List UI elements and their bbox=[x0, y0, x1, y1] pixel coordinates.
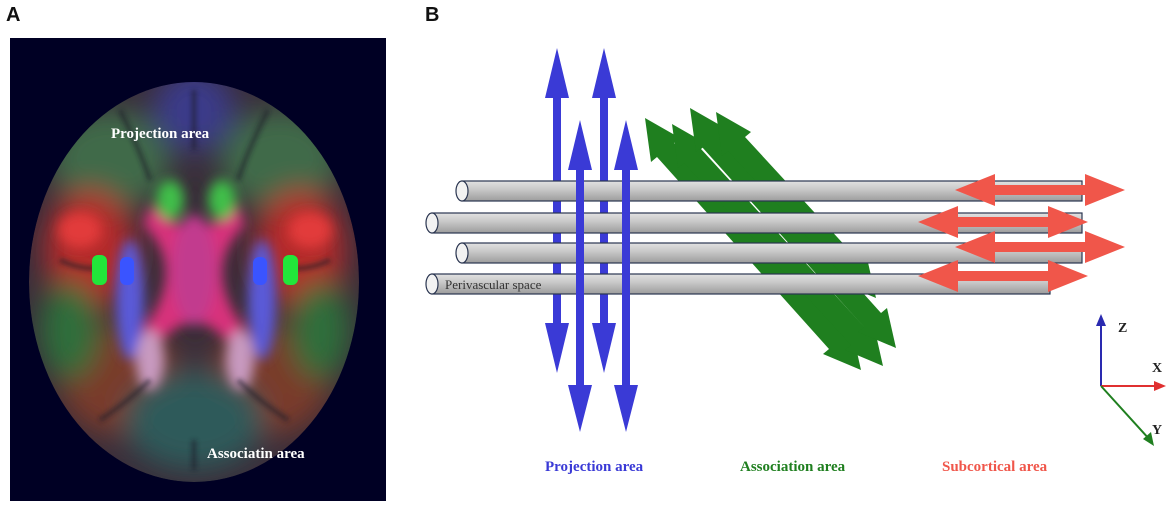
projection-roi-markers bbox=[120, 257, 267, 285]
brain-label-projection: Projection area bbox=[111, 126, 210, 142]
roi-projection-right bbox=[253, 257, 267, 285]
projection-arrow bbox=[545, 48, 569, 373]
roi-projection-left bbox=[120, 257, 134, 285]
projection-arrow bbox=[568, 120, 592, 432]
legend-projection-area: Projection area bbox=[545, 459, 644, 475]
coordinate-axes: Z X Y bbox=[1096, 314, 1166, 446]
axis-y-arrowhead bbox=[1143, 432, 1154, 446]
perivascular-tubes: Perivascular space bbox=[425, 180, 1083, 295]
association-roi-markers bbox=[92, 255, 298, 285]
brain-label-association: Associatin area bbox=[207, 446, 305, 462]
axis-x-arrowhead bbox=[1154, 381, 1166, 391]
subcortical-arrow bbox=[955, 174, 1125, 206]
subcortical-arrows bbox=[918, 174, 1125, 292]
roi-association-right bbox=[283, 255, 298, 285]
axis-z-arrowhead bbox=[1096, 314, 1106, 326]
fiber-schematic: Perivascular space Z X Y Pro bbox=[425, 48, 1166, 475]
axis-x-label: X bbox=[1152, 361, 1162, 376]
projection-arrow bbox=[592, 48, 616, 373]
panel-b-letter: B bbox=[425, 4, 440, 26]
tube bbox=[455, 180, 1083, 202]
subcortical-arrow bbox=[918, 260, 1088, 292]
panel-a-letter: A bbox=[6, 4, 21, 26]
brain-dti-image: Projection area Associatin area bbox=[10, 38, 386, 501]
projection-arrows-front bbox=[568, 120, 638, 432]
legend: Projection area Association area Subcort… bbox=[545, 459, 1048, 475]
legend-subcortical-area: Subcortical area bbox=[942, 459, 1048, 475]
projection-arrows-back bbox=[545, 48, 616, 373]
tube bbox=[455, 242, 1083, 264]
axis-z-label: Z bbox=[1118, 321, 1127, 336]
subcortical-arrow bbox=[918, 206, 1088, 238]
legend-association-area: Association area bbox=[740, 459, 846, 475]
tube-label-perivascular-space: Perivascular space bbox=[445, 277, 542, 292]
association-arrows bbox=[645, 108, 896, 370]
projection-arrow bbox=[614, 120, 638, 432]
axis-y-label: Y bbox=[1152, 423, 1162, 438]
subcortical-arrow bbox=[955, 231, 1125, 263]
roi-association-left bbox=[92, 255, 107, 285]
axis-y-line bbox=[1100, 385, 1151, 441]
